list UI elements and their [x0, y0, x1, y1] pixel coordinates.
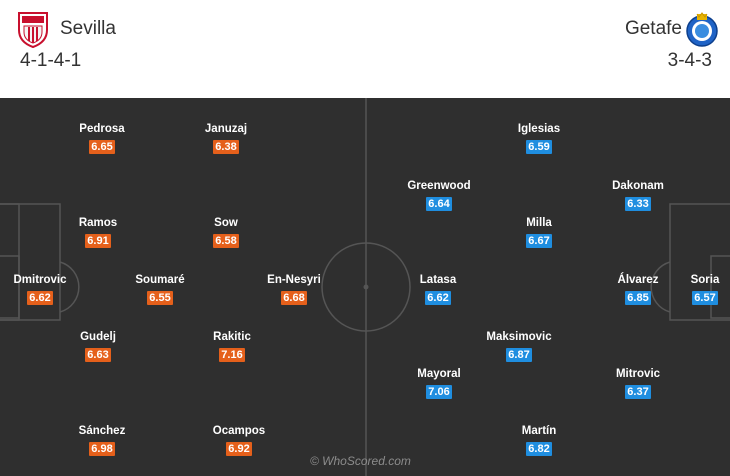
home-team-name[interactable]: Sevilla: [60, 18, 116, 39]
away-player[interactable]: Martín 6.82: [489, 424, 589, 457]
player-name: Martín: [521, 425, 557, 437]
player-name: Sow: [214, 217, 238, 229]
pitch-markings: [0, 98, 730, 476]
player-name: Pedrosa: [79, 123, 125, 135]
away-player[interactable]: Latasa 6.62: [388, 273, 488, 306]
player-name: Sánchez: [78, 425, 126, 437]
away-player[interactable]: Soria 6.57: [655, 273, 730, 306]
away-player[interactable]: Greenwood 6.64: [389, 179, 489, 212]
sevilla-crest-icon[interactable]: [16, 10, 50, 48]
away-player[interactable]: Álvarez 6.85: [588, 273, 688, 306]
player-rating: 6.91: [85, 234, 111, 248]
home-player[interactable]: Gudelj 6.63: [48, 330, 148, 363]
player-rating: 6.64: [426, 197, 452, 211]
player-rating: 6.85: [625, 291, 651, 305]
player-rating: 6.65: [89, 140, 115, 154]
player-rating: 6.37: [625, 385, 651, 399]
home-player[interactable]: Sow 6.58: [176, 216, 276, 249]
home-player[interactable]: Rakitic 7.16: [182, 330, 282, 363]
pitch: Pedrosa 6.65 Januzaj 6.38 Ramos 6.91 Sow…: [0, 98, 730, 476]
home-formation: 4-1-4-1: [20, 50, 82, 71]
player-rating: 7.06: [426, 385, 452, 399]
player-name: Soumaré: [135, 274, 185, 286]
home-player[interactable]: Ramos 6.91: [48, 216, 148, 249]
match-header: Sevilla 4-1-4-1 Getafe 3-4-3: [0, 0, 730, 98]
away-player[interactable]: Mitrovic 6.37: [588, 367, 688, 400]
player-rating: 6.33: [625, 197, 651, 211]
player-name: Greenwood: [407, 180, 471, 192]
player-rating: 6.59: [526, 140, 552, 154]
home-player[interactable]: En-Nesyri 6.68: [244, 273, 344, 306]
player-rating: 6.92: [226, 442, 252, 456]
player-name: Mayoral: [417, 368, 461, 380]
away-player[interactable]: Maksimovic 6.87: [469, 330, 569, 363]
player-name: Dakonam: [612, 180, 664, 192]
player-rating: 6.55: [147, 291, 173, 305]
player-rating: 6.62: [27, 291, 53, 305]
player-rating: 6.57: [692, 291, 718, 305]
player-rating: 6.87: [506, 348, 532, 362]
away-player[interactable]: Iglesias 6.59: [489, 122, 589, 155]
player-name: Milla: [526, 217, 552, 229]
player-rating: 6.82: [526, 442, 552, 456]
player-name: Dmitrovic: [13, 274, 67, 286]
player-rating: 6.68: [281, 291, 307, 305]
player-name: Maksimovic: [486, 331, 552, 343]
player-rating: 7.16: [219, 348, 245, 362]
player-rating: 6.38: [213, 140, 239, 154]
player-name: Januzaj: [204, 123, 248, 135]
getafe-crest-icon[interactable]: [685, 12, 719, 50]
player-name: Rakitic: [213, 331, 251, 343]
player-rating: 6.67: [526, 234, 552, 248]
player-name: En-Nesyri: [267, 274, 321, 286]
away-player[interactable]: Mayoral 7.06: [389, 367, 489, 400]
home-player[interactable]: Dmitrovic 6.62: [0, 273, 90, 306]
player-name: Iglesias: [517, 123, 561, 135]
away-formation: 3-4-3: [667, 50, 712, 71]
player-name: Gudelj: [80, 331, 116, 343]
home-player[interactable]: Januzaj 6.38: [176, 122, 276, 155]
home-player[interactable]: Sánchez 6.98: [52, 424, 152, 457]
player-name: Mitrovic: [615, 368, 661, 380]
player-name: Álvarez: [617, 274, 659, 286]
away-player[interactable]: Milla 6.67: [489, 216, 589, 249]
player-name: Latasa: [419, 274, 457, 286]
player-rating: 6.63: [85, 348, 111, 362]
player-rating: 6.98: [89, 442, 115, 456]
home-player[interactable]: Ocampos 6.92: [189, 424, 289, 457]
home-player[interactable]: Pedrosa 6.65: [52, 122, 152, 155]
watermark: © WhoScored.com: [310, 454, 411, 468]
away-team-name[interactable]: Getafe: [624, 18, 682, 39]
away-player[interactable]: Dakonam 6.33: [588, 179, 688, 212]
player-rating: 6.62: [425, 291, 451, 305]
player-name: Soria: [690, 274, 720, 286]
home-player[interactable]: Soumaré 6.55: [110, 273, 210, 306]
player-name: Ramos: [78, 217, 118, 229]
player-rating: 6.58: [213, 234, 239, 248]
player-name: Ocampos: [212, 425, 266, 437]
